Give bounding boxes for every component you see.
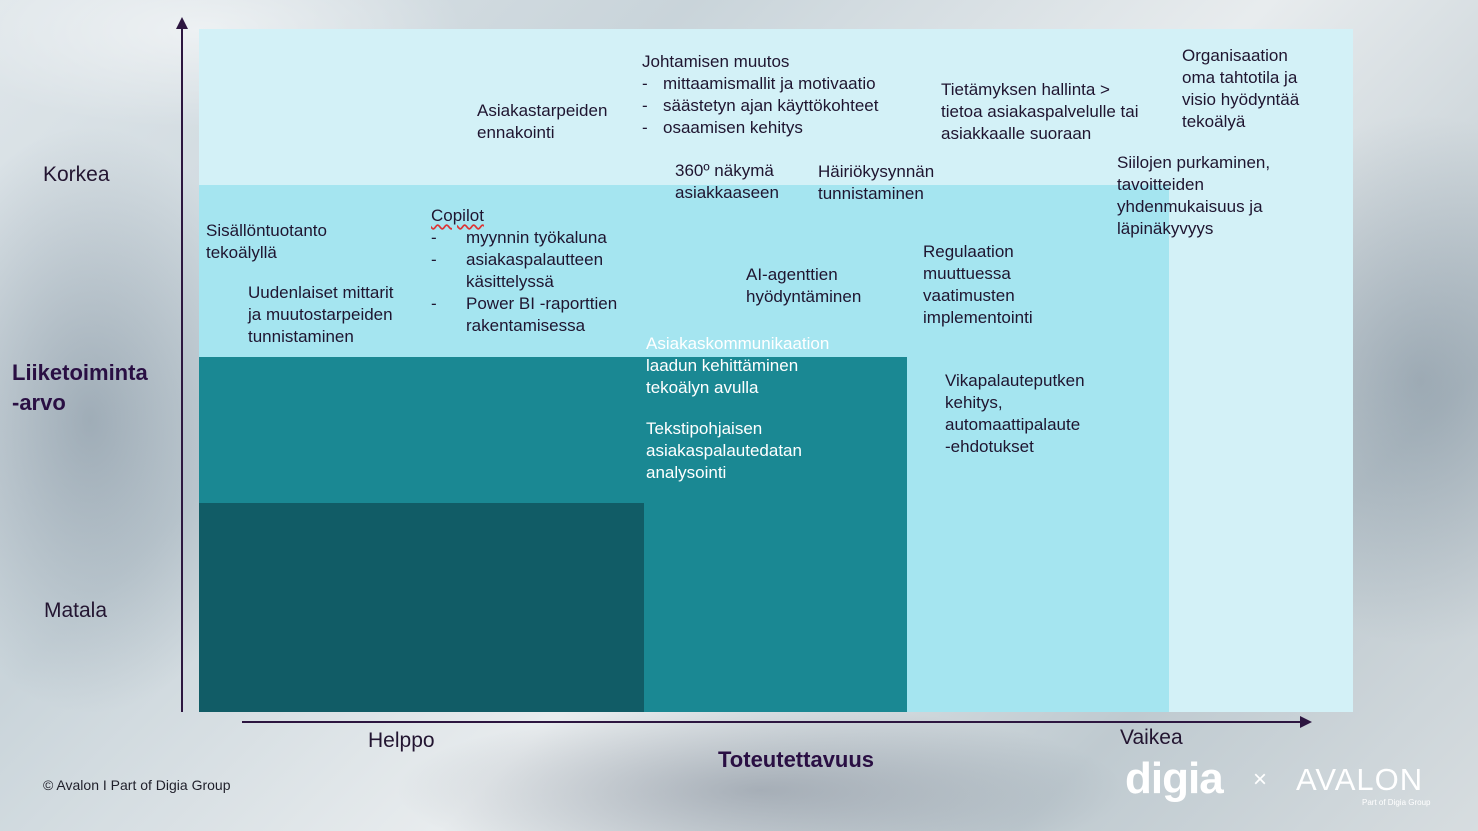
item-copilot-title: Copilot bbox=[431, 206, 484, 225]
item-sisallon: Sisällöntuotanto tekoälyllä bbox=[206, 221, 327, 262]
list-item: mittaamismallit ja motivaatio bbox=[642, 73, 878, 95]
y-axis-arrow-icon bbox=[176, 17, 188, 29]
zone-hard-column bbox=[1169, 185, 1353, 712]
list-item: osaamisen kehitys bbox=[642, 117, 878, 139]
item-johtaminen-list: mittaamismallit ja motivaatio säästetyn … bbox=[642, 73, 878, 139]
list-item: myynnin työkaluna bbox=[431, 227, 617, 249]
x-axis-title: Toteutettavuus bbox=[718, 747, 875, 772]
digia-logo: digia bbox=[1125, 754, 1224, 803]
list-item: asiakaspalautteen käsittelyssä bbox=[431, 249, 617, 293]
x-axis-arrow-icon bbox=[1300, 716, 1312, 728]
y-axis-low-label: Matala bbox=[44, 599, 108, 622]
list-item: Power BI -raporttien rakentamisessa bbox=[431, 293, 617, 337]
y-axis-line bbox=[181, 26, 183, 712]
y-axis-title: Liiketoiminta -arvo bbox=[12, 360, 148, 415]
item-hairio: Häiriökysynnän tunnistaminen bbox=[818, 162, 935, 203]
list-item: säästetyn ajan käyttökohteet bbox=[642, 95, 878, 117]
y-axis-high-label: Korkea bbox=[43, 163, 110, 186]
item-kommunikaatio: Asiakaskommunikaation laadun kehittämine… bbox=[646, 334, 830, 397]
item-agentit: AI-agenttien hyödyntäminen bbox=[746, 265, 862, 306]
x-axis-hard-label: Vaikea bbox=[1120, 726, 1183, 749]
x-axis-easy-label: Helppo bbox=[368, 729, 435, 752]
item-organisaatio: Organisaation oma tahtotila ja visio hyö… bbox=[1182, 46, 1300, 131]
item-copilot-list: myynnin työkaluna asiakaspalautteen käsi… bbox=[431, 227, 617, 337]
zone-low-easy bbox=[199, 503, 644, 712]
item-johtaminen: Johtamisen muutos mittaamismallit ja mot… bbox=[642, 51, 878, 139]
item-siilojen: Siilojen purkaminen, tavoitteiden yhdenm… bbox=[1117, 153, 1271, 238]
avalon-logo: AVALON bbox=[1296, 762, 1424, 797]
item-tekstipohjainen: Tekstipohjaisen asiakaspalautedatan anal… bbox=[646, 419, 802, 482]
item-vikapalaute: Vikapalauteputken kehitys, automaattipal… bbox=[945, 371, 1085, 456]
item-copilot: Copilot myynnin työkaluna asiakaspalautt… bbox=[431, 205, 617, 337]
item-tietamys: Tietämyksen hallinta > tietoa asiakaspal… bbox=[941, 80, 1139, 143]
x-axis-line bbox=[242, 721, 1302, 723]
item-johtaminen-title: Johtamisen muutos bbox=[642, 52, 790, 71]
item-nakyma: 360º näkymä asiakkaaseen bbox=[675, 161, 779, 202]
footer-copyright: © Avalon I Part of Digia Group bbox=[43, 777, 231, 793]
item-asiakastarpeiden: Asiakastarpeiden ennakointi bbox=[477, 101, 608, 142]
item-mittarit: Uudenlaiset mittarit ja muutostarpeiden … bbox=[248, 283, 394, 346]
avalon-logo-subtitle: Part of Digia Group bbox=[1362, 798, 1431, 807]
logo-separator-icon: × bbox=[1253, 766, 1268, 793]
item-regulaatio: Regulaation muuttuessa vaatimusten imple… bbox=[923, 242, 1033, 327]
